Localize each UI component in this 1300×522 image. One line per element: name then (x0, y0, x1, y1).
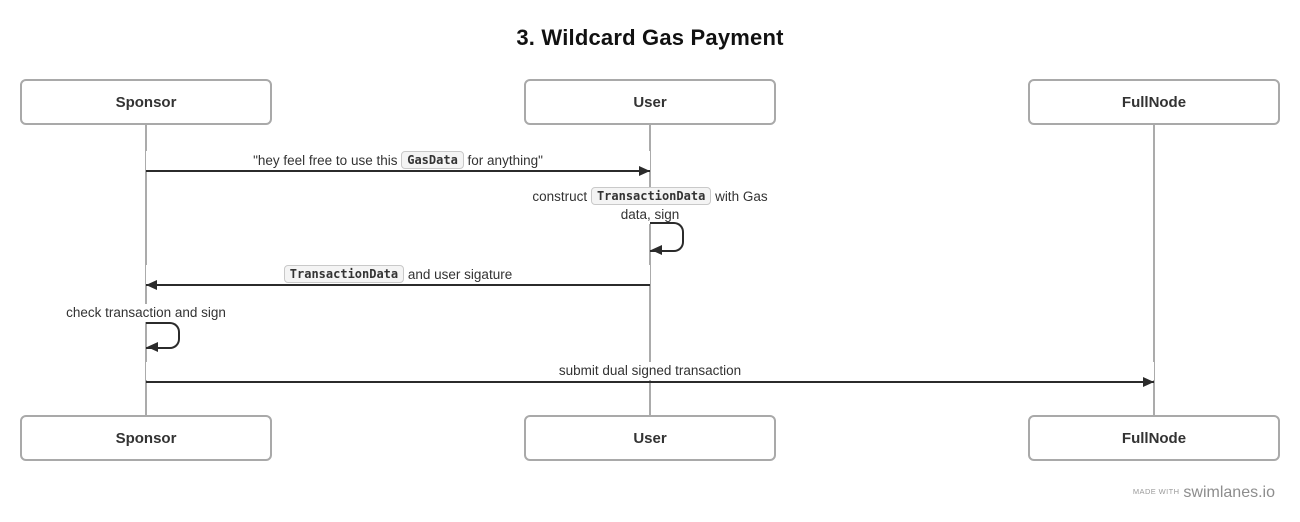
lifeline-user (649, 125, 651, 415)
message-3-label: TransactionData and user sigature (146, 265, 650, 284)
message-5-text: submit dual signed transaction (558, 363, 742, 378)
message-1-text-pre: "hey feel free to use this (253, 153, 402, 168)
actor-label-user-top: User (633, 93, 667, 111)
code-chip-transactiondata-1: TransactionData (590, 187, 712, 205)
message-3-arrowhead-left-icon (146, 280, 157, 290)
message-2-text-post: with Gas data, sign (620, 189, 768, 222)
message-1-text-post: for anything" (463, 153, 543, 168)
actor-box-user-top: User (524, 79, 776, 125)
message-2-label: construct TransactionData with Gas data,… (523, 187, 777, 224)
actor-box-sponsor-top: Sponsor (20, 79, 272, 125)
footer-brand-link[interactable]: swimlanes.io (1183, 484, 1275, 501)
actor-label-fullnode-top: FullNode (1121, 93, 1187, 111)
self-loop-user-arrowhead-icon (651, 245, 662, 255)
message-1-arrow-line (146, 170, 650, 172)
self-loop-sponsor-arrowhead-icon (147, 342, 158, 352)
self-loop-sponsor (146, 322, 180, 349)
lifeline-fullnode (1153, 125, 1155, 415)
actor-label-sponsor-top: Sponsor (115, 93, 177, 111)
message-1-arrowhead-right-icon (639, 166, 650, 176)
self-loop-user (650, 222, 684, 252)
actor-box-fullnode-bottom: FullNode (1028, 415, 1280, 461)
code-chip-transactiondata-2: TransactionData (283, 265, 405, 283)
message-5-arrowhead-right-icon (1143, 377, 1154, 387)
message-3-text-post: and user sigature (404, 267, 513, 282)
actor-box-user-bottom: User (524, 415, 776, 461)
actor-label-user-bottom: User (633, 429, 667, 447)
actor-label-fullnode-bottom: FullNode (1121, 429, 1187, 447)
message-4-label: check transaction and sign (16, 304, 276, 322)
actor-label-sponsor-bottom: Sponsor (115, 429, 177, 447)
message-5-arrow-line (146, 381, 1154, 383)
footer-made-with: MADE WITH (1132, 487, 1180, 496)
actor-box-sponsor-bottom: Sponsor (20, 415, 272, 461)
diagram-title: 3. Wildcard Gas Payment (516, 25, 784, 50)
actor-box-fullnode-top: FullNode (1028, 79, 1280, 125)
code-chip-gasdata: GasData (401, 151, 464, 169)
message-3-arrow-line (146, 284, 650, 286)
message-4-text: check transaction and sign (66, 305, 226, 320)
message-5-label: submit dual signed transaction (146, 362, 1154, 380)
message-2-text-pre: construct (532, 189, 591, 204)
message-1-label: "hey feel free to use this GasData for a… (146, 151, 650, 170)
